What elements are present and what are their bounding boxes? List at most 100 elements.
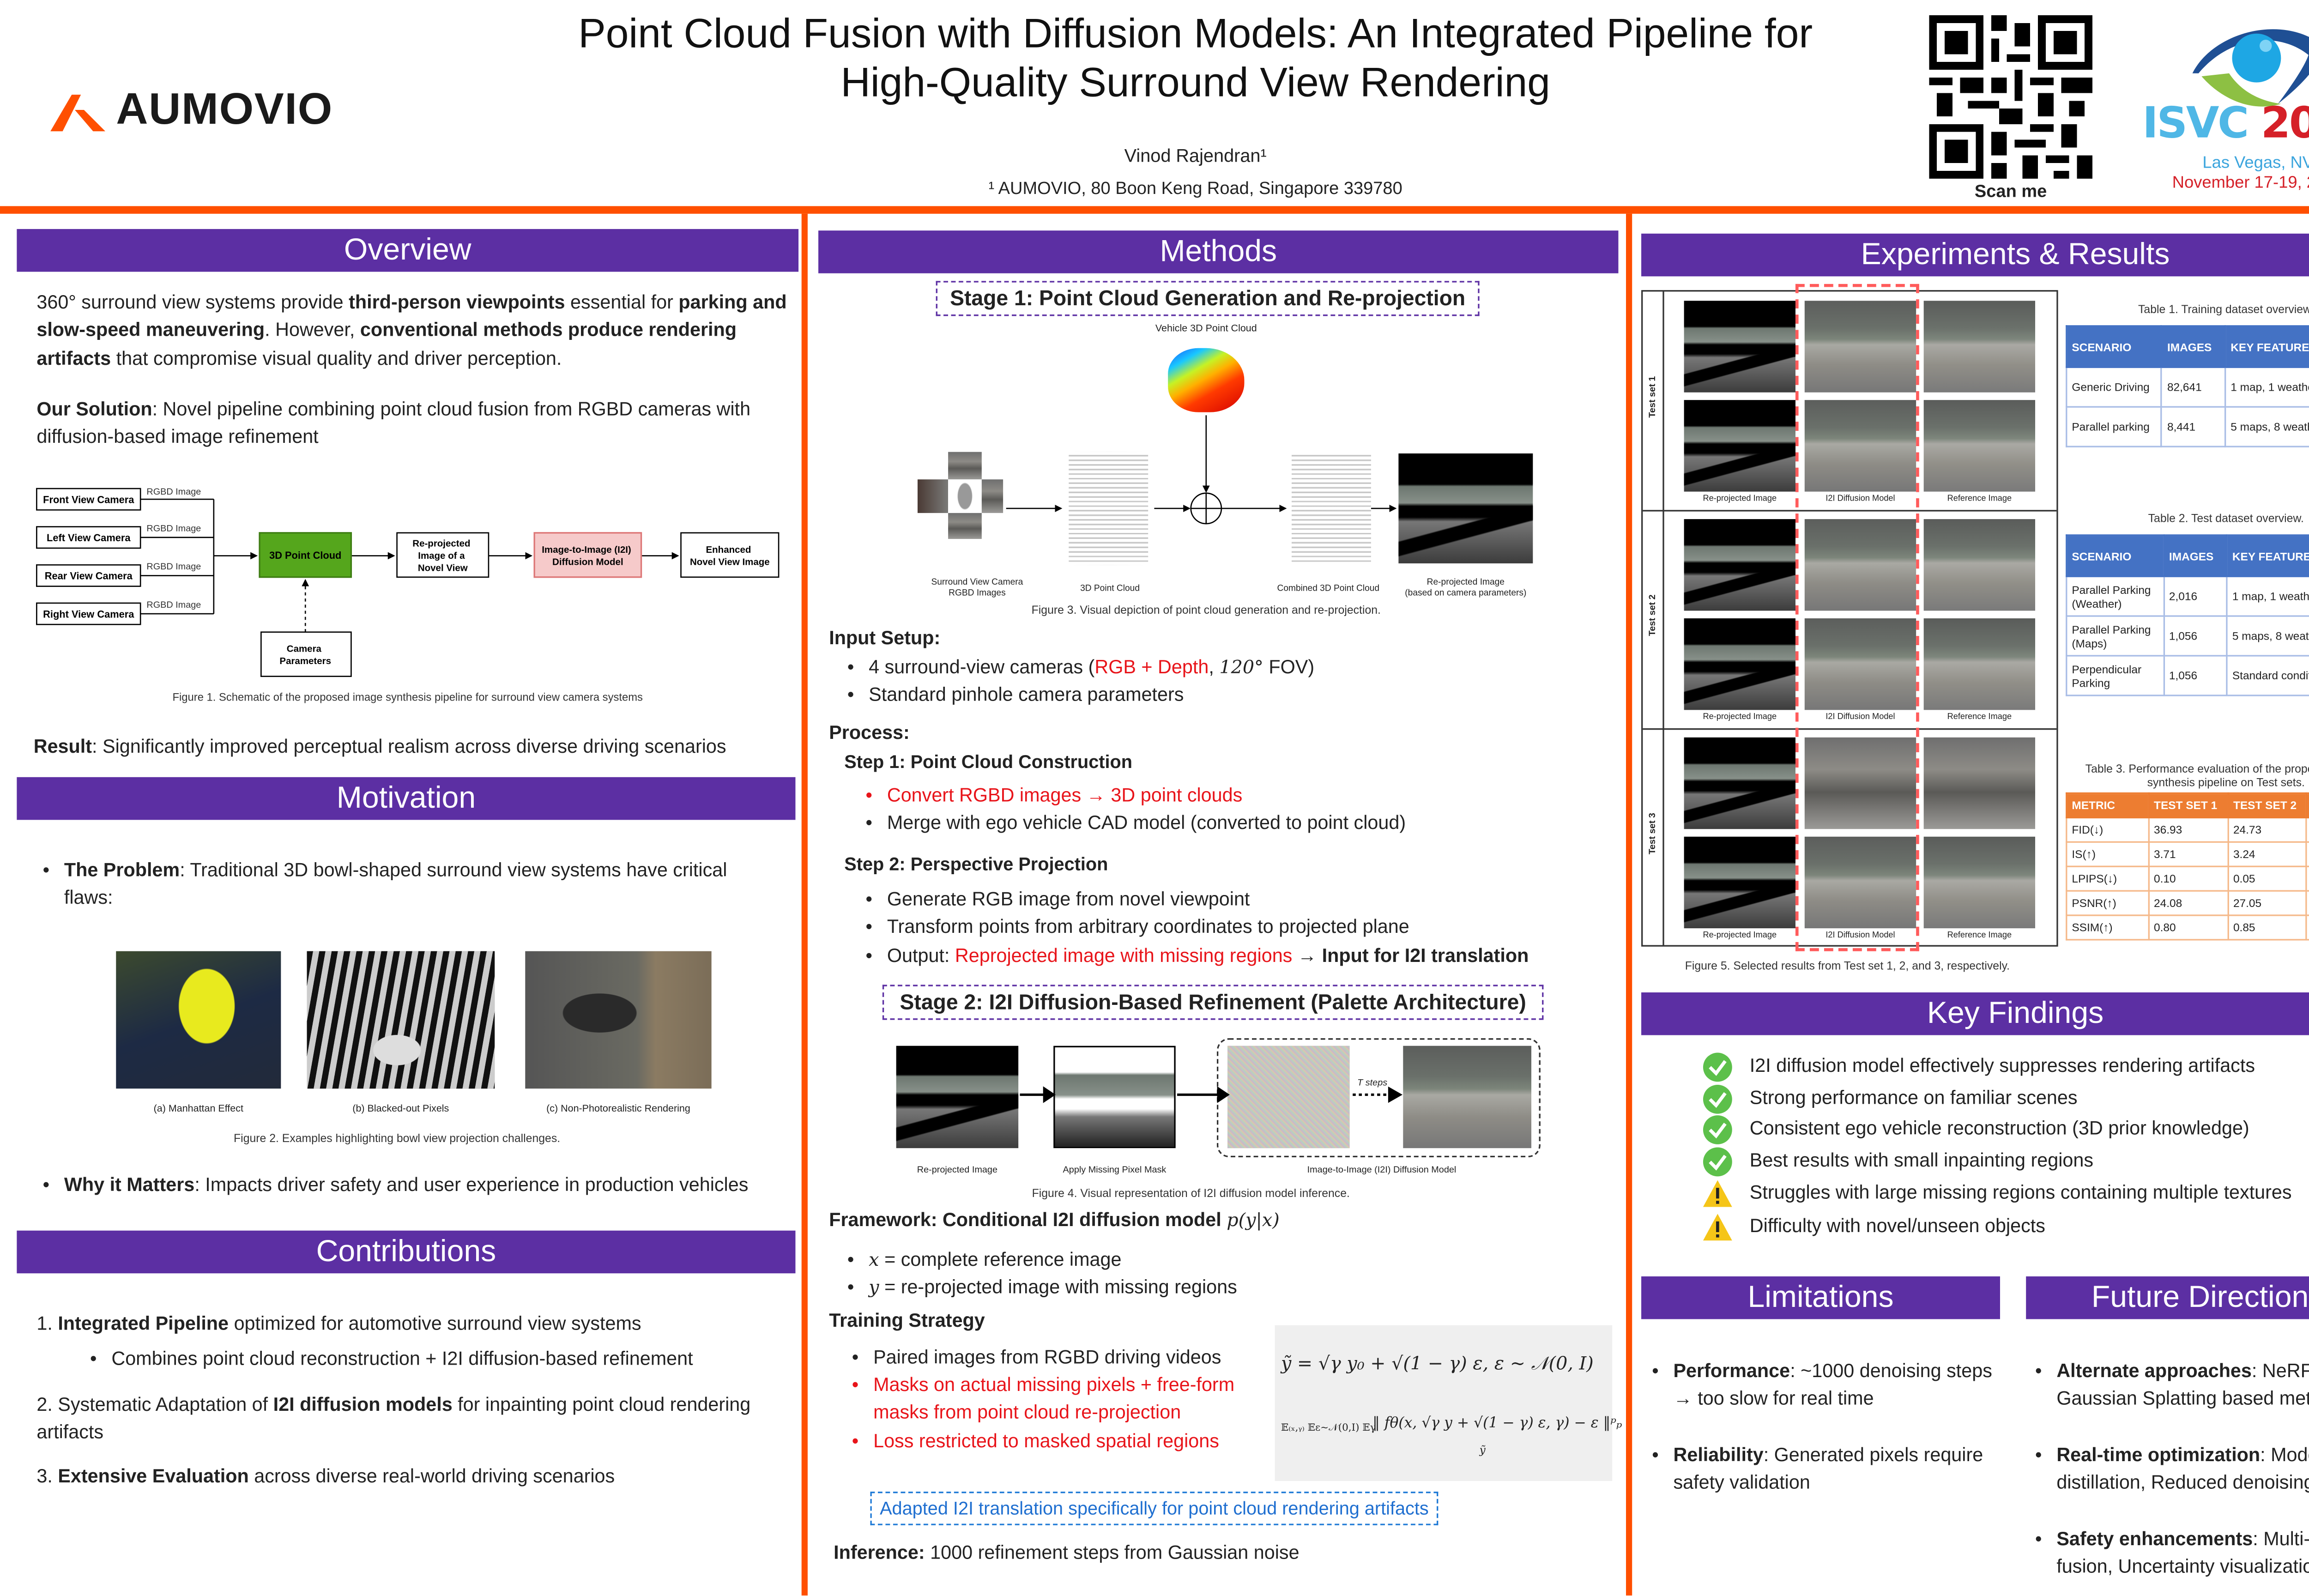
result-image-ref	[1923, 618, 2036, 710]
table-header-cell: SCENARIO	[2066, 534, 2165, 577]
result-image-reproj	[1684, 836, 1795, 929]
result-image-ref	[1923, 836, 2036, 929]
svg-text:Re-projected Image of a: Re-projected Image of a Novel View	[412, 538, 473, 574]
step-2-bullet-3-text: Output: Reprojected image with missing r…	[887, 945, 1529, 966]
rear-view-image	[948, 513, 982, 539]
fig4-output-image	[1403, 1046, 1532, 1149]
title-line-1: Point Cloud Fusion with Diffusion Models…	[578, 11, 1813, 57]
bullet-icon: •	[42, 1174, 50, 1196]
i2i-box	[533, 532, 642, 578]
enhanced-label-1: Enhanced	[706, 544, 751, 555]
table-header-cell: IMAGES	[2163, 534, 2228, 577]
text-segment: : Multi-sensor fusion, Uncertainty visua…	[2056, 1528, 2309, 1578]
example-a-label: (a) Manhattan Effect	[153, 1104, 243, 1115]
key-finding-text: Difficulty with novel/unseen objects	[1749, 1215, 2045, 1237]
i2i-label-1: Image-to-Image (I2I)	[542, 544, 631, 555]
limitation-2: •Reliability: Generated pixels require s…	[1652, 1441, 1997, 1497]
table-cell: Parallel Parking (Maps)	[2066, 615, 2165, 657]
figure-3-caption: Figure 3. Visual depiction of point clou…	[1031, 603, 1381, 617]
framework-bullet-1: •x = complete reference image	[847, 1246, 1586, 1274]
table-cell: 5 maps, 8 weather conditions	[2224, 406, 2309, 447]
bullet-icon: •	[865, 785, 873, 806]
text-segment: Safety enhancements	[2056, 1528, 2253, 1550]
title-line-2: High-Quality Surround View Rendering	[840, 59, 1550, 106]
noise-equation: ỹ = √γ y₀ + √(1 − γ) ε, ε ~ 𝒩(0, I)	[1281, 1353, 1594, 1374]
future-2: •Real-time optimization: Model distillat…	[2035, 1441, 2309, 1497]
step-2-heading: Step 2: Perspective Projection	[844, 853, 1108, 875]
poster-title: Point Cloud Fusion with Diffusion Models…	[504, 9, 1887, 107]
camera-params-label-1: Camera	[287, 644, 322, 654]
result-image-ref	[1923, 400, 2036, 492]
table-cell: 24.08	[2147, 890, 2229, 916]
text-segment: 1.	[36, 1313, 58, 1335]
text-segment: Result	[33, 736, 92, 757]
key-finding-text: Struggles with large missing regions con…	[1749, 1181, 2292, 1203]
contribution-1-sub: • Combines point cloud reconstruction + …	[90, 1345, 783, 1373]
warning-triangle-icon	[1702, 1212, 1733, 1243]
process-heading: Process:	[829, 722, 910, 744]
key-finding-text: Best results with small inpainting regio…	[1749, 1149, 2094, 1171]
column-label: Re-projected Image	[1703, 713, 1777, 722]
column-label: I2I Diffusion Model	[1825, 713, 1895, 722]
reprojected-label-2: Image of a	[418, 550, 465, 561]
header-divider	[0, 206, 2309, 214]
table-header-cell: SCENARIO	[2066, 325, 2163, 368]
text-segment: = complete reference image	[879, 1249, 1122, 1270]
bullet-icon: •	[2035, 1444, 2042, 1466]
table-cell: 1,056	[2163, 655, 2228, 696]
input-bullet-1: •4 surround-view cameras (RGB + Depth, 1…	[847, 653, 1602, 681]
table-cell: 24.81	[2305, 890, 2309, 916]
i2i-highlight-box	[1795, 284, 1919, 951]
row-label: Test set 1	[1649, 376, 1658, 418]
our-solution-paragraph: Our Solution: Novel pipeline combining p…	[36, 395, 797, 451]
table-cell: 2,016	[2163, 575, 2228, 617]
check-circle-icon	[1702, 1052, 1733, 1082]
table-cell: 24.73	[2227, 816, 2307, 843]
text-segment: y	[869, 1276, 879, 1298]
row-divider	[1643, 728, 2057, 730]
text-segment: →	[1292, 945, 1322, 967]
result-image-ref	[1923, 519, 2036, 611]
camera-params-label-2: Parameters	[279, 656, 331, 666]
key-finding-text: I2I diffusion model effectively suppress…	[1749, 1055, 2255, 1076]
overview-header: Overview	[17, 229, 799, 272]
table-cell: 1 map, 1 weather	[2224, 366, 2309, 408]
table-header-cell: IMAGES	[2161, 325, 2226, 368]
row-divider	[1643, 510, 2057, 512]
limitation-1-text: Performance: ~1000 denoising steps → too…	[1673, 1360, 1992, 1410]
text-segment: across diverse real-world driving scenar…	[248, 1465, 615, 1487]
text-segment: : Model distillation, Reduced denoising …	[2056, 1444, 2309, 1494]
limitations-header: Limitations	[1641, 1276, 2000, 1319]
text-segment: 120°	[1219, 656, 1263, 678]
conference-logo: ISVC 2025 Las Vegas, NV November 17-19, …	[2138, 12, 2309, 195]
step-2-bullet-2: •Transform points from arbitrary coordin…	[866, 913, 1605, 941]
text-segment: Alternate approaches	[2056, 1360, 2252, 1382]
result-image-i2i	[1804, 519, 1916, 611]
figure-4-arrows	[1020, 1086, 1403, 1103]
text-segment: : Impacts driver safety and user experie…	[194, 1174, 749, 1196]
result-image-reproj	[1684, 737, 1795, 829]
front-camera-box	[36, 488, 141, 511]
framework-line: Framework: Conditional I2I diffusion mod…	[829, 1206, 1592, 1234]
table-cell: 1,056	[2163, 615, 2228, 657]
step-1-heading: Step 1: Point Cloud Construction	[844, 751, 1132, 773]
row-label: Test set 2	[1649, 594, 1658, 636]
motivation-header: Motivation	[17, 777, 796, 820]
result-image-reproj	[1684, 400, 1795, 492]
table-cell: SSIM(↑)	[2066, 914, 2150, 941]
t-steps-label: T steps	[1357, 1079, 1388, 1089]
column-label: Reference Image	[1947, 713, 2012, 722]
fig4-label-i2i: Image-to-Image (I2I) Diffusion Model	[1307, 1166, 1457, 1176]
text-segment: Reliability	[1673, 1444, 1764, 1466]
text-segment: 2. Systematic Adaptation of	[36, 1394, 273, 1415]
text-segment: for inpainting point cloud rendering art…	[36, 1394, 751, 1444]
column-divider-2	[1626, 213, 1632, 1596]
row-label-divider	[1662, 291, 1664, 945]
qr-code[interactable]	[1928, 15, 2093, 179]
bullet-icon: •	[90, 1348, 97, 1370]
row-label: Test set 3	[1649, 813, 1658, 855]
